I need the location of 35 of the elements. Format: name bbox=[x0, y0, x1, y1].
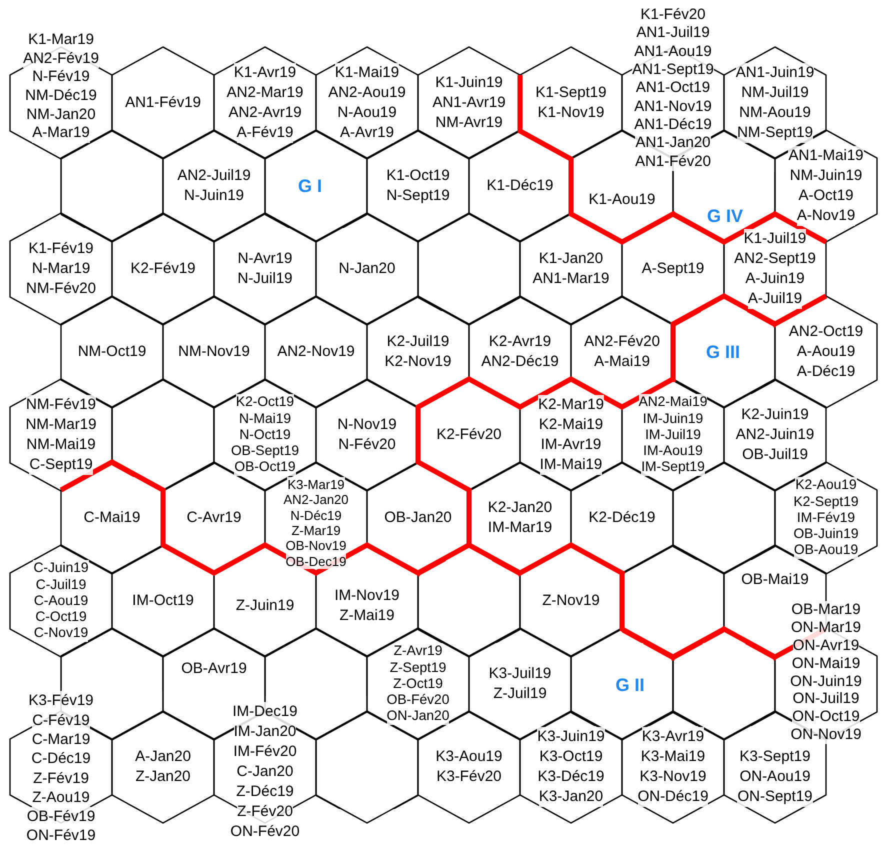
cell-label: AN1-Jan20 bbox=[635, 134, 711, 153]
cell-label: OB-Aou19 bbox=[794, 542, 858, 558]
cell-label: ON-Déc19 bbox=[638, 787, 708, 807]
cell-label: Z-Sept19 bbox=[390, 660, 446, 676]
cell-label: C-Nov19 bbox=[34, 625, 88, 642]
group-label: G IV bbox=[707, 206, 743, 226]
cell-label: ON-Mar19 bbox=[790, 619, 861, 637]
cell-label: N-Déc19 bbox=[290, 508, 342, 523]
cell-label: K2-Sept19 bbox=[793, 494, 859, 510]
cell-label: AN1-Fév20 bbox=[635, 152, 711, 171]
cell-label: OB-Fév19 bbox=[26, 807, 96, 826]
cell-label: OB-Mar19 bbox=[791, 601, 861, 620]
cell-label: ON-Nov19 bbox=[790, 726, 862, 744]
cell-label: Z-Mar19 bbox=[291, 523, 341, 538]
cell-label: K3-Fév19 bbox=[28, 691, 94, 711]
group-label: G I bbox=[298, 176, 322, 196]
cell-label: OB-Dec19 bbox=[286, 554, 346, 569]
cell-label: ON-Jan20 bbox=[386, 708, 450, 724]
group-label: G II bbox=[616, 675, 644, 695]
cell-label: A-Juil19 bbox=[748, 289, 802, 309]
cell-label: K3-Mar19 bbox=[287, 477, 345, 492]
cell-label: AN2-Fév19 bbox=[23, 50, 99, 68]
cell-label: OB-Oct19 bbox=[234, 459, 296, 476]
cell-label: C-Fév19 bbox=[32, 710, 90, 730]
cell-label: IM-Dec19 bbox=[232, 702, 298, 722]
cell-label: AN1-Aou19 bbox=[634, 42, 712, 62]
group-label: G III bbox=[706, 342, 740, 362]
cell-label: OB-Sept19 bbox=[230, 443, 300, 460]
cell-label: IM-Mai19 bbox=[540, 455, 602, 475]
cell-label: K1-Mar19 bbox=[28, 31, 94, 50]
cell-label: A-Mar19 bbox=[32, 124, 90, 143]
cell-label: ON-Oct19 bbox=[792, 708, 860, 726]
cell-label: A-Fév19 bbox=[236, 123, 294, 143]
cell-label: IM-Sept19 bbox=[641, 459, 705, 476]
cell-label: AN1-Sept19 bbox=[632, 61, 714, 80]
